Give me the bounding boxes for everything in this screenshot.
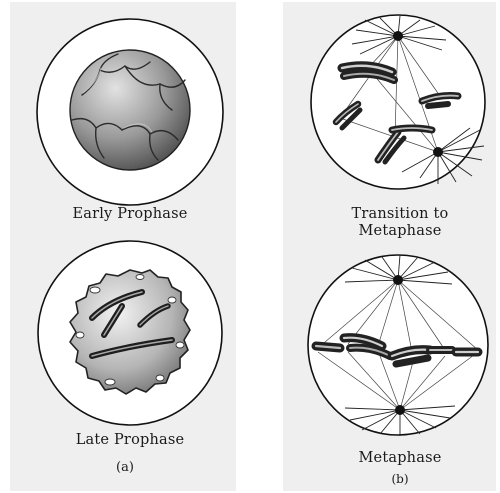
label-transition-line2: Metaphase xyxy=(310,223,490,239)
label-transition-line1: Transition to xyxy=(310,206,490,222)
transition-centrosome-top xyxy=(393,31,403,41)
metaphase-cell xyxy=(308,255,488,436)
metaphase-centrosome-bottom xyxy=(395,405,405,415)
early-prophase-cell xyxy=(37,19,223,205)
transition-centrosome-bottom xyxy=(433,147,443,157)
late-prophase-cell xyxy=(38,241,222,425)
label-late-prophase: Late Prophase xyxy=(40,432,220,448)
label-metaphase: Metaphase xyxy=(310,450,490,466)
panel-letter-b: (b) xyxy=(375,472,425,486)
panel-letter-a: (a) xyxy=(100,460,150,475)
label-early-prophase: Early Prophase xyxy=(40,206,220,222)
transition-metaphase-cell xyxy=(311,15,485,189)
metaphase-centrosome-top xyxy=(393,275,403,285)
